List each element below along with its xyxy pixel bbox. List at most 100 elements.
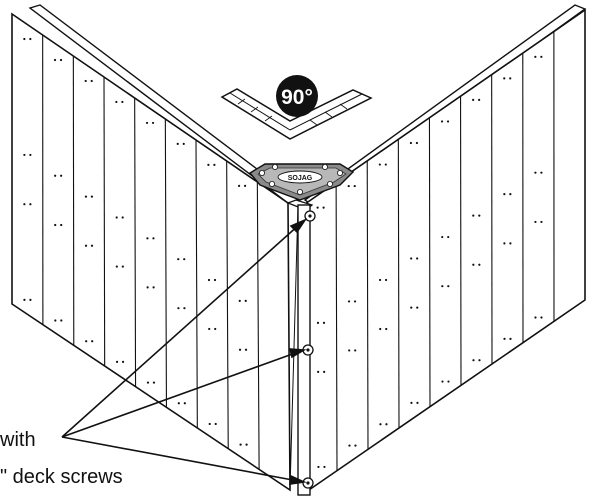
left-wall-screw-dot (214, 422, 217, 426)
left-wall-screw-dot (115, 216, 118, 219)
right-wall-screw-dot (503, 193, 506, 196)
right-wall-screw-dot (323, 370, 326, 373)
left-wall-screw-dot (152, 286, 155, 289)
angle-badge: 90° (276, 75, 318, 117)
right-wall-screw-dot (441, 285, 444, 288)
right-wall-screw-dot (540, 220, 543, 224)
left-wall-screw-dot (60, 223, 63, 227)
left-wall-screw-dot (60, 174, 63, 177)
left-wall-screw-dot (151, 121, 155, 125)
left-wall-screw-dot (208, 422, 211, 426)
left-wall-screw-dot (115, 360, 119, 363)
left-wall-screw-dot (176, 142, 179, 146)
left-wall-screw-dot (152, 237, 155, 240)
left-wall-screw-dot (60, 319, 63, 322)
right-wall-screw-dot (348, 444, 351, 447)
right-wall-screw-dot (348, 349, 351, 352)
left-wall-screw-dot (207, 278, 211, 282)
right-wall-screw-dot (317, 465, 320, 469)
left-wall-screw-dot (91, 340, 94, 343)
right-wall-screw-dot (410, 401, 413, 404)
left-wall-board-seam (164, 118, 167, 408)
left-wall-board-seam (256, 181, 260, 470)
left-wall-screw-dot (213, 278, 217, 282)
left-wall-screw-dot (84, 79, 87, 83)
left-wall-screw-dot (54, 174, 57, 177)
right-wall-screw-dot (323, 465, 326, 469)
right-wall-screw-dot (441, 235, 444, 239)
callout-arrows (61, 218, 308, 485)
left-wall-panel (11, 12, 291, 492)
left-wall-screw-dot (23, 37, 26, 41)
left-wall-screw-dot (146, 237, 149, 240)
right-wall-screw-dot (440, 120, 444, 123)
right-wall-screw-dot (447, 380, 450, 383)
right-wall-screw-dot (447, 285, 450, 288)
left-wall-screw-dot (121, 216, 124, 219)
right-wall-screw-dot (472, 263, 475, 266)
right-wall-screw-dot (446, 120, 450, 123)
right-wall-screw-dot (354, 444, 357, 447)
left-wall-screw-dot (84, 195, 88, 198)
right-wall-screw-dot (322, 321, 326, 324)
left-wall-screw-dot (208, 327, 211, 331)
right-angle-marker: 90° (220, 75, 373, 140)
right-wall-screw-dot (534, 220, 537, 224)
left-wall-screw-dot (23, 153, 26, 157)
right-wall-screw-dot (316, 321, 320, 324)
callout-line-2: " deck screws (0, 466, 123, 488)
right-wall-screw-dot (316, 206, 319, 209)
right-wall-screw-dot (540, 316, 543, 319)
right-wall-screw-dot (478, 263, 481, 266)
right-wall-screw-dot (415, 141, 419, 145)
right-wall-screw-dot (534, 316, 537, 319)
left-wall-screw-dot (244, 299, 247, 302)
right-wall-screw-dot (503, 337, 506, 340)
right-wall-screw-dot (534, 55, 537, 58)
left-wall-screw-dot (244, 348, 248, 351)
right-wall-screw-dot (416, 306, 419, 309)
right-wall-board-seam (335, 182, 338, 471)
right-wall-screw-dot (385, 423, 388, 426)
right-wall-board-seam (428, 117, 431, 407)
left-wall-screw-dot (245, 443, 248, 446)
angle-badge-text: 90° (281, 86, 313, 109)
right-wall-screw-dot (540, 55, 543, 58)
right-wall-screw-dot (478, 214, 481, 217)
right-wall-screw-dot (509, 193, 512, 196)
left-wall-board-seam (103, 76, 106, 367)
left-wall-screw-dot (207, 163, 210, 166)
right-wall-screw-dot (378, 163, 381, 166)
left-wall-screw-dot (54, 223, 57, 227)
right-wall-screw-dot (354, 349, 357, 352)
callout-arrow (61, 218, 308, 438)
left-wall-screw-dot (29, 37, 32, 41)
left-wall-screw-dot (214, 327, 217, 331)
right-wall-panel (304, 8, 586, 494)
right-wall-screw-dot (347, 184, 350, 188)
left-wall-screw-dot (29, 153, 32, 157)
left-wall-screw-dot (177, 258, 180, 261)
right-wall-screw-dot (347, 300, 351, 303)
left-wall-screw-dot (85, 340, 88, 343)
left-wall-screw-dot (238, 348, 242, 351)
right-wall-screw-dot (410, 306, 413, 309)
left-wall-screw-dot (29, 203, 32, 206)
right-wall-screw-dot (384, 163, 387, 166)
left-wall-screw-dot (90, 244, 94, 247)
left-wall-screw-dot (152, 381, 156, 384)
left-wall-screw-dot (53, 58, 57, 62)
right-wall-screw-dot (472, 214, 475, 217)
left-wall-board-seam (195, 139, 198, 429)
right-wall-screw-dot (353, 184, 356, 188)
right-wall-board-seam (397, 139, 400, 429)
left-wall-screw-dot (90, 195, 94, 198)
right-wall-screw-dot (540, 171, 543, 174)
left-wall-screw-dot (90, 79, 93, 83)
left-wall-screw-dot (121, 265, 124, 268)
left-wall-screw-dot (23, 298, 26, 301)
left-wall-screw-dot (84, 244, 88, 247)
left-wall-screw-dot (23, 203, 26, 206)
right-wall-screw-dot (317, 370, 320, 373)
right-wall-screw-dot (416, 257, 419, 260)
